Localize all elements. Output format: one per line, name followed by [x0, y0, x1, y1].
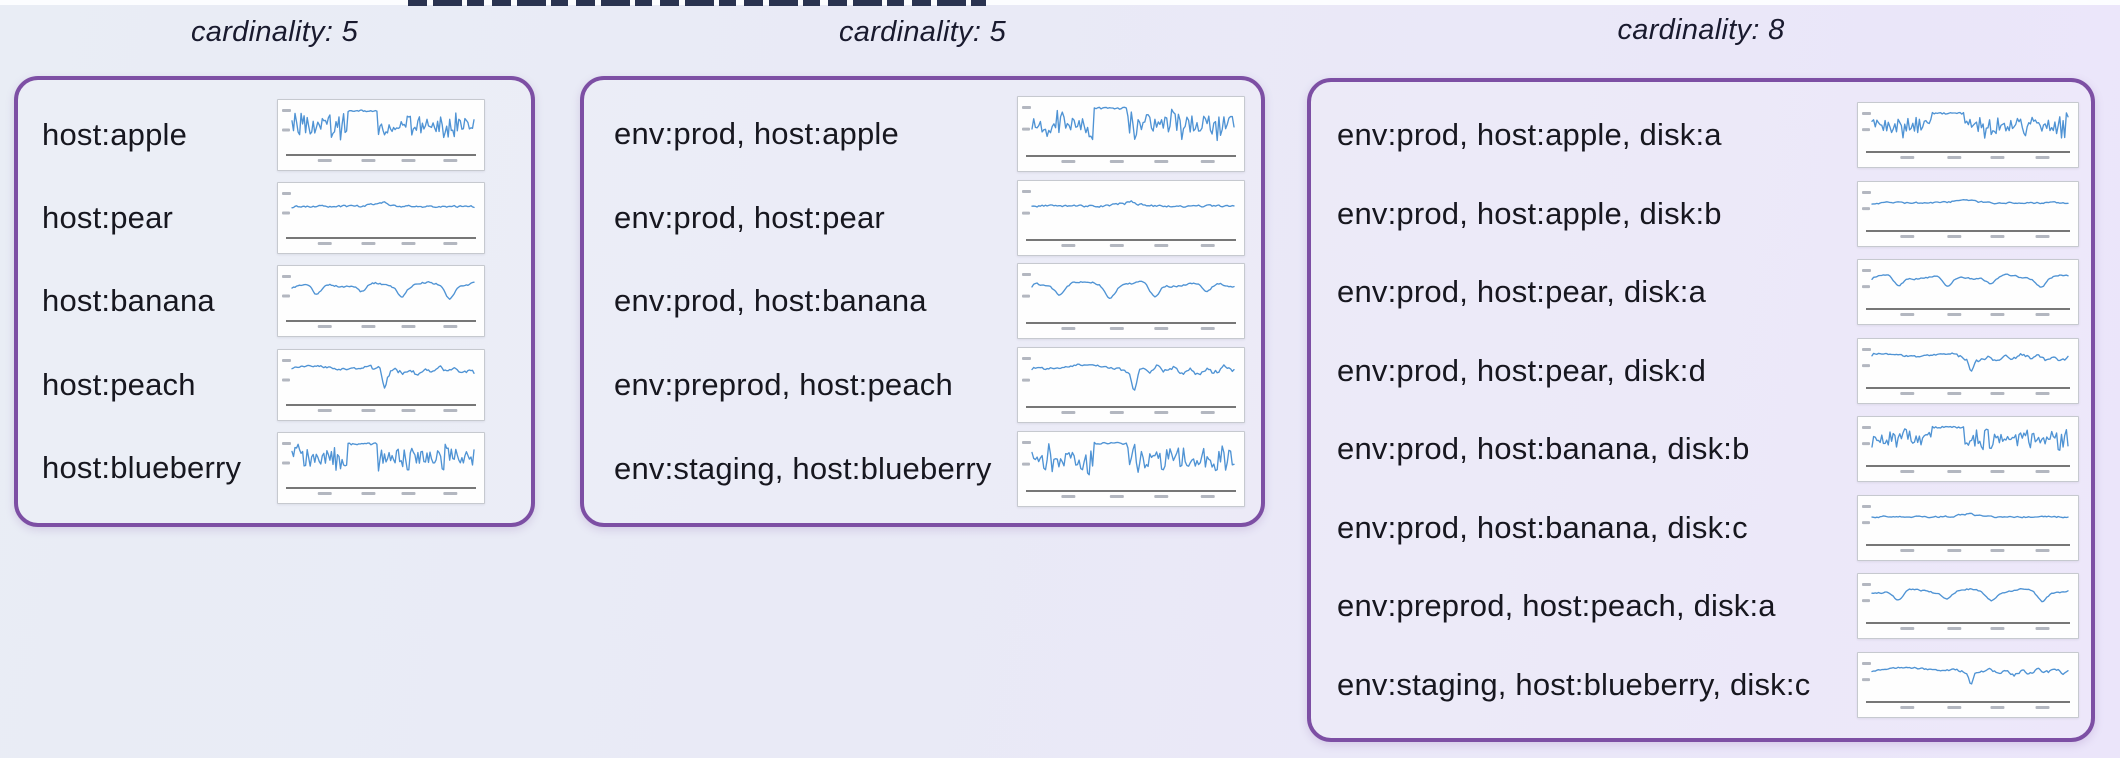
cardinality-title-2: cardinality: 5: [839, 16, 1006, 48]
tag-label: env:prod, host:apple, disk:a: [1337, 117, 1722, 153]
tag-label: host:pear: [42, 200, 174, 236]
tag-label: env:prod, host:apple, disk:b: [1337, 195, 1722, 231]
sparkline-chart: [1857, 180, 2079, 247]
tag-row: env:prod, host:apple, disk:b: [1311, 180, 2091, 247]
sparkline-chart: [1857, 259, 2079, 326]
sparkline-chart: [1857, 337, 2079, 404]
tag-row-list: host:apple host:pear host:banana host:peach…: [18, 80, 531, 523]
tag-row: host:pear: [18, 182, 531, 255]
tag-row: env:prod, host:pear, disk:a: [1311, 259, 2091, 326]
tag-label: env:staging, host:blueberry: [614, 451, 992, 487]
cropped-text-fragment-top: [408, 0, 986, 6]
tag-row: host:blueberry: [18, 431, 531, 504]
tag-row: env:staging, host:blueberry, disk:c: [1311, 651, 2091, 718]
sparkline-chart: [1857, 494, 2079, 561]
sparkline-chart: [1857, 102, 2079, 169]
sparkline-chart: [1857, 651, 2079, 718]
sparkline-chart: [1017, 431, 1245, 508]
sparkline-chart: [277, 348, 485, 421]
cardinality-title-3: cardinality: 8: [1617, 14, 1785, 46]
sparkline-chart: [277, 265, 485, 338]
tag-label: host:banana: [42, 283, 215, 319]
sparkline-chart: [277, 431, 485, 504]
tag-label: env:prod, host:pear, disk:a: [1337, 274, 1707, 310]
sparkline-chart: [1017, 179, 1245, 256]
sparkline-chart: [277, 182, 485, 255]
tag-label: env:preprod, host:peach, disk:a: [1337, 588, 1776, 624]
tag-label: env:prod, host:pear: [614, 199, 885, 235]
tag-row: env:prod, host:pear: [584, 179, 1261, 256]
tag-label: host:apple: [42, 117, 188, 153]
sparkline-chart: [1857, 573, 2079, 640]
sparkline-chart: [1017, 263, 1245, 340]
tag-panel-env-host-disk: env:prod, host:apple, disk:a env:prod, ho…: [1307, 78, 2095, 742]
tag-label: env:prod, host:banana, disk:b: [1337, 431, 1750, 467]
tag-row: env:prod, host:banana, disk:c: [1311, 494, 2091, 561]
sparkline-chart: [1857, 416, 2079, 483]
tag-row-list: env:prod, host:apple, disk:a env:prod, ho…: [1311, 82, 2091, 738]
sparkline-chart: [1017, 95, 1245, 172]
tag-label: env:prod, host:banana, disk:c: [1337, 509, 1748, 545]
tag-row: env:preprod, host:peach, disk:a: [1311, 573, 2091, 640]
tag-label: env:prod, host:apple: [614, 115, 899, 151]
tag-label: env:prod, host:banana: [614, 283, 927, 319]
cardinality-title-1: cardinality: 5: [191, 16, 358, 48]
tag-row: host:peach: [18, 348, 531, 421]
tag-row: env:prod, host:banana, disk:b: [1311, 416, 2091, 483]
sparkline-chart: [277, 99, 485, 172]
tag-row: env:preprod, host:peach: [584, 347, 1261, 424]
tag-label: env:preprod, host:peach: [614, 367, 953, 403]
tag-row: env:prod, host:apple: [584, 95, 1261, 172]
tag-row: env:prod, host:banana: [584, 263, 1261, 340]
tag-row-list: env:prod, host:apple env:prod, host:pear e…: [584, 80, 1261, 523]
tag-panel-host: host:apple host:pear host:banana host:peach…: [14, 76, 535, 527]
tag-label: host:peach: [42, 366, 196, 402]
tag-label: env:staging, host:blueberry, disk:c: [1337, 666, 1811, 702]
tag-row: host:apple: [18, 99, 531, 172]
tag-label: env:prod, host:pear, disk:d: [1337, 352, 1707, 388]
top-white-band: [0, 0, 2120, 5]
tag-row: env:staging, host:blueberry: [584, 431, 1261, 508]
tag-panel-env-host: env:prod, host:apple env:prod, host:pear e…: [580, 76, 1265, 527]
sparkline-chart: [1017, 347, 1245, 424]
tag-row: env:prod, host:pear, disk:d: [1311, 337, 2091, 404]
tag-label: host:blueberry: [42, 449, 242, 485]
tag-row: env:prod, host:apple, disk:a: [1311, 102, 2091, 169]
tag-row: host:banana: [18, 265, 531, 338]
